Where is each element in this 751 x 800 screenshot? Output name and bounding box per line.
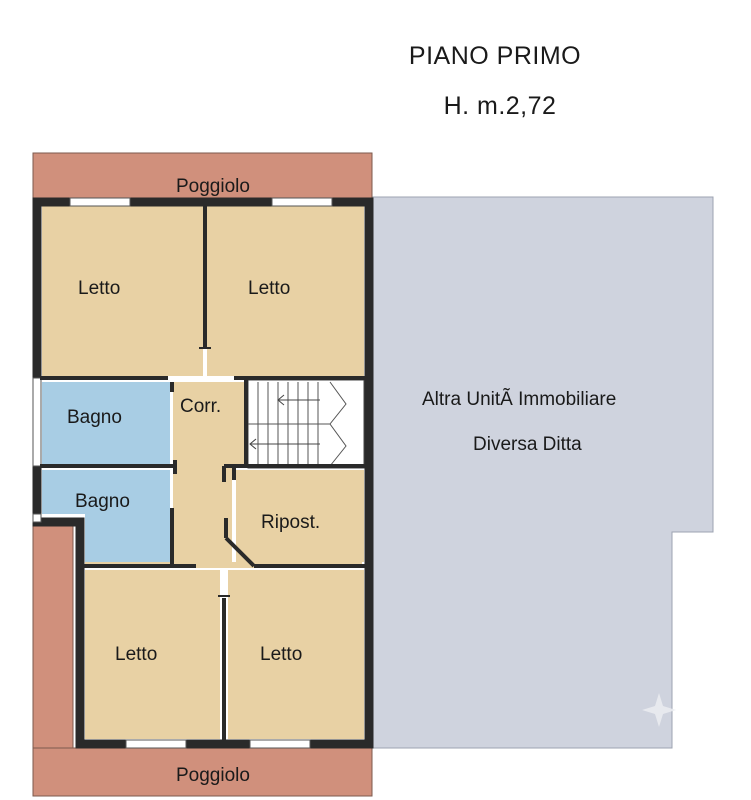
- label-letto-top-left: Letto: [78, 278, 120, 299]
- plan-height: H. m.2,72: [443, 92, 557, 120]
- label-bagno-lower: Bagno: [75, 491, 130, 512]
- other-unit-area: [371, 196, 714, 749]
- plan-title: PIANO PRIMO: [408, 42, 582, 70]
- label-corridoio: Corr.: [180, 396, 221, 417]
- label-letto-top-right: Letto: [248, 278, 290, 299]
- label-balcony-bottom: Poggiolo: [176, 765, 250, 786]
- exterior-walls: [32, 197, 374, 749]
- label-ripostiglio: Ripost.: [261, 512, 320, 533]
- stair-steps: [248, 381, 347, 467]
- room-letto-top-left: [42, 206, 203, 376]
- room-ripostiglio: [236, 470, 364, 562]
- room-letto-bottom-right: [228, 570, 364, 739]
- label-balcony-top: Poggiolo: [176, 176, 250, 197]
- watermark-sparkle-icon: [642, 693, 676, 727]
- room-letto-top-right: [207, 206, 364, 376]
- label-other-unit-line1: Altra UnitÃ Immobiliare: [422, 388, 616, 410]
- door-stubs: [199, 347, 230, 597]
- balcony-bottom: [32, 747, 373, 797]
- room-bagno-upper: [42, 382, 170, 464]
- label-bagno-upper: Bagno: [67, 407, 122, 428]
- interior-walls: [40, 204, 366, 744]
- label-other-unit-line2: Diversa Ditta: [473, 434, 582, 455]
- stair-arrows: [249, 394, 320, 450]
- label-letto-bottom-left: Letto: [115, 644, 157, 665]
- windows: [32, 197, 333, 749]
- room-bagno-lower: [42, 470, 170, 562]
- room-letto-bottom-left: [85, 570, 220, 739]
- label-letto-bottom-right: Letto: [260, 644, 302, 665]
